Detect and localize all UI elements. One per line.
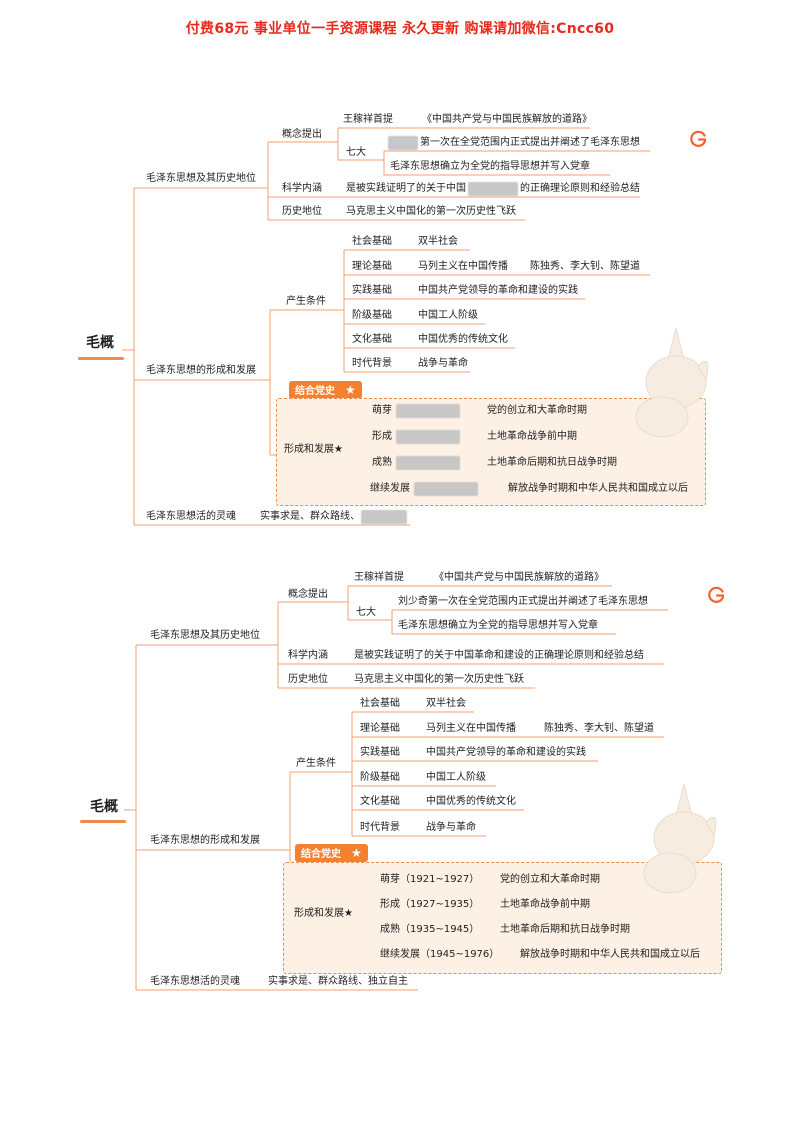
cond-label: 社会基础 [352, 236, 392, 247]
cond-value: 中国共产党领导的革命和建设的实践 [426, 747, 586, 758]
root-underline [80, 820, 126, 823]
branch-formation: 毛泽东思想的形成和发展 [146, 365, 256, 376]
seven-label: 七大 [356, 607, 376, 618]
seven-item-2: 毛泽东思想确立为全党的指导思想并写入党章 [390, 161, 590, 172]
cond-label: 理论基础 [352, 261, 392, 272]
stage-value: 解放战争时期和中华人民共和国成立以后 [508, 483, 688, 494]
stage-label: 形成 [372, 431, 392, 442]
cond-label: 阶级基础 [352, 310, 392, 321]
formation-box [276, 398, 706, 506]
wang-label: 王稼祥首提 [354, 572, 404, 583]
cond-value: 马列主义在中国传播 [426, 723, 516, 734]
promo-header: 付费68元 事业单位一手资源课程 永久更新 购课请加微信:Cncc60 [185, 21, 615, 37]
stage-label: 成熟（1935~1945） [380, 924, 480, 935]
history-label: 历史地位 [282, 206, 322, 217]
root-underline [78, 357, 124, 360]
unicorn-decoration [635, 327, 709, 438]
formation-label: 形成和发展★ [284, 444, 343, 455]
branch-history-status: 毛泽东思想及其历史地位 [146, 173, 256, 184]
stage-label: 成熟 [372, 457, 392, 468]
science-label: 科学内涵 [288, 650, 328, 661]
cond-label: 文化基础 [352, 334, 392, 345]
cond-extra: 陈独秀、李大钊、陈望道 [544, 723, 654, 734]
star-icon: ★ [351, 846, 362, 860]
science-value: 是被实践证明了的关于中国革命和建设的正确理论原则和经验总结 [354, 650, 644, 661]
conditions-label: 产生条件 [286, 296, 326, 307]
seven-item-2: 毛泽东思想确立为全党的指导思想并写入党章 [398, 620, 598, 631]
science-pre: 是被实践证明了的关于中国 [346, 183, 466, 194]
cond-value: 中国工人阶级 [426, 772, 486, 783]
blank-mask [414, 482, 478, 496]
branch-formation: 毛泽东思想的形成和发展 [150, 835, 260, 846]
stage-value: 党的创立和大革命时期 [500, 874, 600, 885]
cond-value: 马列主义在中国传播 [418, 261, 508, 272]
cond-extra: 陈独秀、李大钊、陈望道 [530, 261, 640, 272]
stage-label: 形成（1927~1935） [380, 899, 480, 910]
stage-value: 土地革命后期和抗日战争时期 [500, 924, 630, 935]
stage-label: 萌芽（1921~1927） [380, 874, 480, 885]
seven-label: 七大 [346, 147, 366, 158]
stage-value: 解放战争时期和中华人民共和国成立以后 [520, 949, 700, 960]
soul-value: 实事求是、群众路线、独立自主 [268, 976, 408, 987]
cond-label: 时代背景 [360, 822, 400, 833]
branch-soul: 毛泽东思想活的灵魂 [146, 511, 236, 522]
stage-value: 土地革命后期和抗日战争时期 [487, 457, 617, 468]
stage-value: 土地革命战争前中期 [500, 899, 590, 910]
formation-label: 形成和发展★ [294, 908, 353, 919]
science-post: 的正确理论原则和经验总结 [520, 183, 640, 194]
science-label: 科学内涵 [282, 183, 322, 194]
mindmap-answer-version: 毛概 毛泽东思想及其历史地位 概念提出 王稼祥首提 《中国共产党与中国民族解放的… [0, 560, 800, 1020]
brand-logo-icon [690, 130, 707, 147]
seven-item-1: 第一次在全党范围内正式提出并阐述了毛泽东思想 [420, 137, 640, 148]
cond-label: 文化基础 [360, 796, 400, 807]
concept-label: 概念提出 [288, 589, 328, 600]
cond-label: 阶级基础 [360, 772, 400, 783]
cond-value: 战争与革命 [418, 358, 468, 369]
conditions-label: 产生条件 [296, 758, 336, 769]
root-topic: 毛概 [86, 335, 114, 351]
cond-value: 中国优秀的传统文化 [426, 796, 516, 807]
party-history-badge: 结合党史★ [295, 844, 368, 862]
cond-label: 时代背景 [352, 358, 392, 369]
history-value: 马克思主义中国化的第一次历史性飞跃 [346, 206, 516, 217]
history-value: 马克思主义中国化的第一次历史性飞跃 [354, 674, 524, 685]
wang-value: 《中国共产党与中国民族解放的道路》 [434, 572, 604, 583]
cond-label: 实践基础 [352, 285, 392, 296]
cond-value: 中国工人阶级 [418, 310, 478, 321]
branch-soul: 毛泽东思想活的灵魂 [150, 976, 240, 987]
blank-mask [388, 136, 418, 150]
blank-mask [361, 510, 407, 524]
cond-value: 中国优秀的传统文化 [418, 334, 508, 345]
cond-value: 中国共产党领导的革命和建设的实践 [418, 285, 578, 296]
wang-label: 王稼祥首提 [343, 114, 393, 125]
soul-value: 实事求是、群众路线、 [260, 511, 360, 522]
blank-mask [468, 182, 518, 196]
cond-value: 双半社会 [418, 236, 458, 247]
blank-mask [396, 430, 460, 444]
history-label: 历史地位 [288, 674, 328, 685]
blank-mask [396, 404, 460, 418]
unicorn-decoration [643, 783, 717, 894]
cond-label: 实践基础 [360, 747, 400, 758]
stage-label: 继续发展 [370, 483, 410, 494]
branch-history-status: 毛泽东思想及其历史地位 [150, 630, 260, 641]
party-history-badge: 结合党史★ [289, 381, 362, 399]
root-topic: 毛概 [90, 799, 118, 815]
stage-label: 继续发展（1945~1976） [380, 949, 500, 960]
cond-label: 理论基础 [360, 723, 400, 734]
blank-mask [396, 456, 460, 470]
cond-value: 双半社会 [426, 698, 466, 709]
stage-value: 党的创立和大革命时期 [487, 405, 587, 416]
stage-value: 土地革命战争前中期 [487, 431, 577, 442]
cond-label: 社会基础 [360, 698, 400, 709]
brand-logo-icon [708, 586, 725, 603]
seven-item-1: 刘少奇第一次在全党范围内正式提出并阐述了毛泽东思想 [398, 596, 648, 607]
wang-value: 《中国共产党与中国民族解放的道路》 [422, 114, 592, 125]
star-icon: ★ [345, 383, 356, 397]
cond-value: 战争与革命 [426, 822, 476, 833]
stage-label: 萌芽 [372, 405, 392, 416]
concept-label: 概念提出 [282, 129, 322, 140]
mindmap-quiz-version: 毛概 毛泽东思想及其历史地位 概念提出 王稼祥首提 《中国共产党与中国民族解放的… [0, 100, 800, 560]
